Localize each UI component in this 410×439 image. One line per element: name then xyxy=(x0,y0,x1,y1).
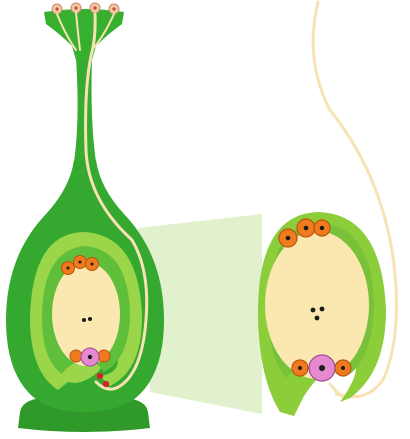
antipodal-nucleus xyxy=(320,226,324,230)
egg-nucleus xyxy=(319,365,325,371)
synergid-nucleus xyxy=(298,366,302,370)
antipodal-nucleus xyxy=(91,263,94,266)
egg-nucleus xyxy=(88,355,92,359)
sperm-cell xyxy=(103,381,109,387)
sperm-cell xyxy=(97,373,103,379)
pollen-nucleus xyxy=(55,7,58,10)
synergid xyxy=(70,350,82,362)
antipodal-nucleus xyxy=(286,236,291,241)
polar-nucleus xyxy=(311,308,316,313)
pollen-nucleus xyxy=(112,7,115,10)
pollen-nucleus xyxy=(93,6,96,9)
synergid-nucleus xyxy=(341,366,345,370)
polar-nucleus xyxy=(315,316,320,321)
polar-nucleus xyxy=(82,318,86,322)
polar-nucleus xyxy=(320,307,325,312)
antipodal-nucleus xyxy=(67,267,70,270)
polar-nucleus xyxy=(88,317,92,321)
pollen-nucleus xyxy=(74,6,77,9)
synergid xyxy=(98,350,110,362)
antipodal-nucleus xyxy=(79,261,82,264)
antipodal-nucleus xyxy=(304,226,309,231)
